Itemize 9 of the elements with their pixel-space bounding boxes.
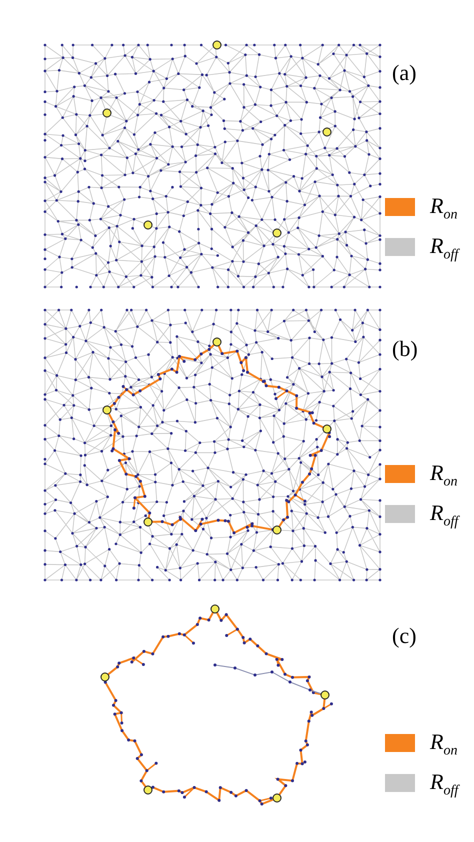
- panel-label: (b): [392, 338, 418, 360]
- legend-label: R$_{on}$: [430, 195, 458, 222]
- legend-label: R$_{on}$: [430, 731, 458, 758]
- panel-label: (c): [392, 625, 416, 647]
- legend-label: R$_{off}$: [430, 502, 458, 530]
- legend-label: R$_{on}$: [430, 462, 458, 490]
- legend-label: R$_{off}$: [430, 235, 458, 262]
- panel-label: (a): [392, 62, 416, 84]
- legend-label: R$_{off}$: [430, 771, 458, 798]
